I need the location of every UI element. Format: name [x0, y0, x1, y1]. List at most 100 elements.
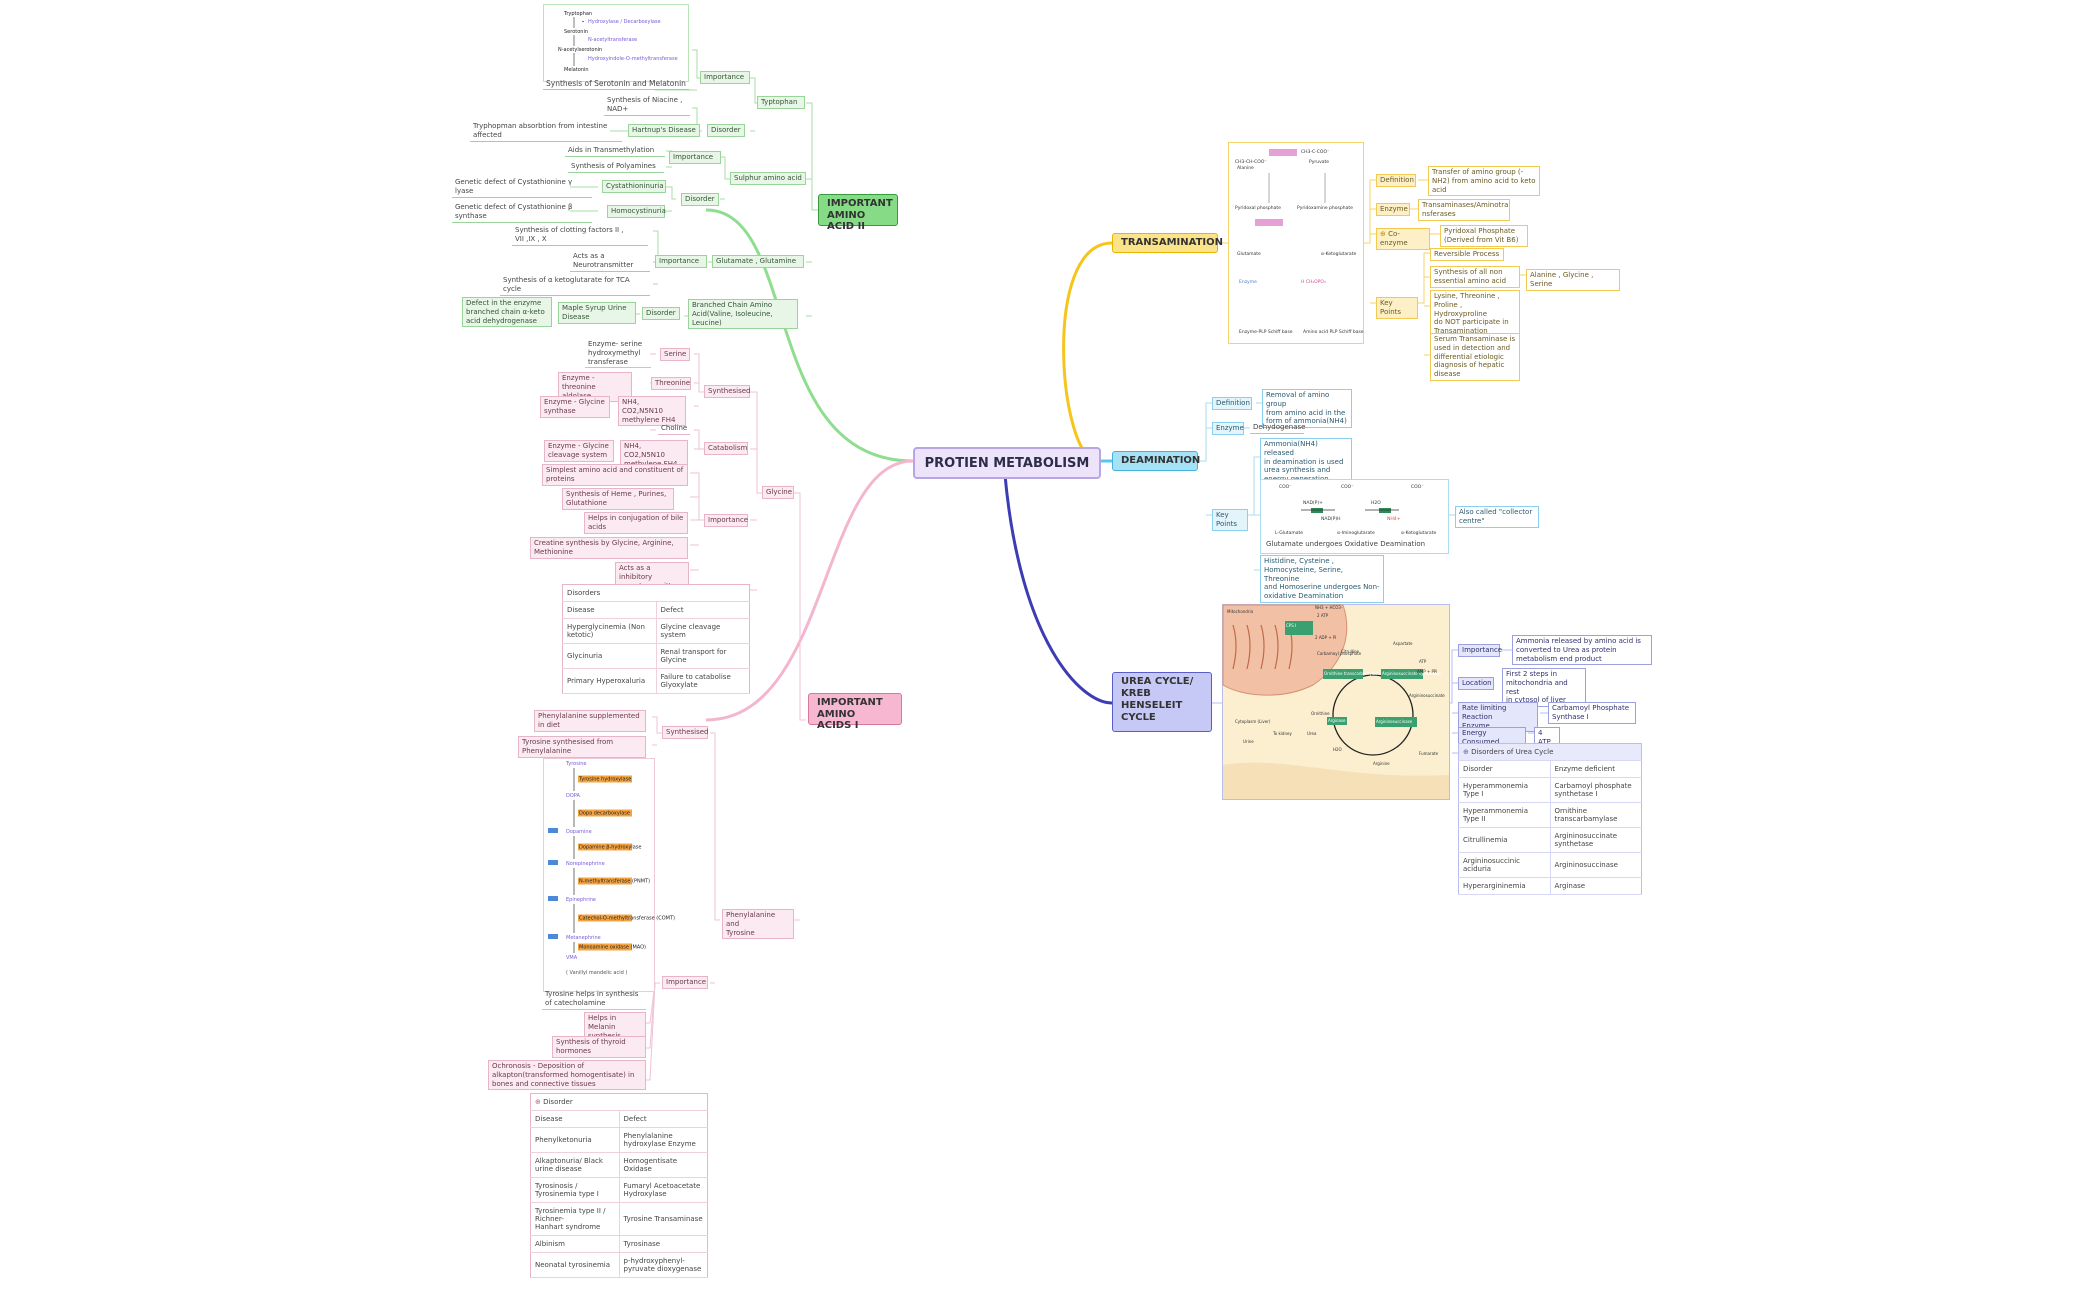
catecholamine-enzyme-box: [578, 809, 632, 817]
branch-deamination[interactable]: DEAMINATION: [1112, 451, 1200, 471]
aa1-serine[interactable]: Serine: [660, 348, 690, 361]
deam-enz-text: Dehydogenase: [1250, 422, 1305, 434]
catecholamine-enzyme-label: N-methyltransferase (PNMT): [579, 879, 650, 885]
phe-cell-defect: Phenylalanine hydroxylase Enzyme: [619, 1127, 708, 1153]
deam-enzyme[interactable]: Enzyme: [1212, 422, 1244, 435]
trans-definition[interactable]: Definition: [1376, 174, 1416, 187]
aa2-glutamate[interactable]: Glutamate , Glutamine: [712, 255, 804, 268]
central-topic[interactable]: PROTIEN METABOLISM: [913, 447, 1101, 479]
urea-cell-disease: Disorder: [1458, 760, 1551, 778]
urea-cell-disease: Hyperammonemia Type I: [1458, 777, 1551, 803]
deam-oxidative: Glutamate undergoes Oxidative Deaminatio…: [1266, 540, 1426, 548]
catecholamine-enzyme-label: Dopamine β-hydroxylase: [579, 845, 641, 851]
aa1-creatine: Creatine synthesis by Glycine, Arginine,…: [530, 537, 688, 559]
deam-collector: Also called "collector centre": [1455, 506, 1539, 528]
aa2-cystathioninuria[interactable]: Cystathioninuria: [602, 180, 666, 193]
aa2-sulphur[interactable]: Sulphur amino acid: [730, 172, 806, 185]
enzyme-box: [1375, 717, 1417, 727]
compound-label: Enzyme-PLP Schiff base: [1239, 329, 1293, 335]
cofactor-label: NAD(P)H: [1321, 516, 1341, 522]
aa2-msud-defect: Defect in the enzyme branched chain α-ke…: [462, 297, 552, 328]
trans-kp-reversible: Reversible Process: [1430, 248, 1504, 261]
compound-label: To kidney: [1272, 731, 1292, 736]
phe-cell-defect: Tyrosinase: [619, 1235, 708, 1253]
aa1-glycine[interactable]: Glycine: [762, 486, 794, 499]
aa2-disorder[interactable]: Disorder: [707, 124, 745, 137]
mitochondria-shape: [1222, 604, 1348, 696]
branch-important-amino-acids-i[interactable]: IMPORTANT AMINO ACIDS I: [808, 693, 902, 731]
urea-rate-text: Carbamoyl Phosphate Synthase I: [1548, 702, 1636, 724]
compound-label: Arginine: [1373, 761, 1390, 766]
structure-label: COO⁻: [1279, 484, 1292, 490]
aa1-tyr-synth: Tyrosine synthesised from Phenylalanine: [518, 736, 646, 758]
compound-label: Carbamoyl phosphate: [1317, 651, 1362, 656]
aa2-branched-chain[interactable]: Branched Chain Amino Acid(Valine, Isoleu…: [688, 299, 798, 330]
aa1-importance[interactable]: Importance: [704, 514, 748, 527]
catecholamine-compound-label: Dopamine: [566, 829, 592, 835]
enzyme-box: [1269, 149, 1297, 156]
aa2-tryptophan[interactable]: Typtophan: [757, 96, 805, 109]
compound-label: Aspartate: [1393, 641, 1413, 646]
glycine-cell-defect: Failure to catabolise Glyoxylate: [656, 668, 750, 694]
trans-enzyme[interactable]: Enzyme: [1376, 203, 1410, 216]
aa2-importance3[interactable]: Importance: [655, 255, 707, 268]
deam-def-text: Removal of amino group from amino acid i…: [1262, 389, 1352, 428]
aa2-msud[interactable]: Maple Syrup Urine Disease: [558, 302, 636, 324]
branch-urea-cycle[interactable]: UREA CYCLE/ KREB HENSELEIT CYCLE: [1112, 672, 1212, 732]
catecholamine-enzyme-label: Catechol-O-methyltransferase (COMT): [579, 916, 675, 922]
catecholamine-compound-label: DOPA: [566, 793, 580, 799]
aa2-disorder3[interactable]: Disorder: [642, 307, 680, 320]
phe-cell-disease: Tyrosinemia type II / Richner- Hanhart s…: [530, 1202, 620, 1236]
deam-definition[interactable]: Definition: [1212, 397, 1252, 410]
compound-label: 2 ADP + Pi: [1315, 635, 1336, 640]
structure-label: COO⁻: [1411, 484, 1424, 490]
aa1-synthesised[interactable]: Synthesised: [704, 385, 751, 398]
urea-importance[interactable]: Importance: [1458, 644, 1502, 657]
aa1-phe-tyr[interactable]: Phenylalanine and Tyrosine: [722, 909, 794, 940]
compound-label: AMP + PPi: [1417, 669, 1437, 674]
enzyme-label: Ornithine transcarbamylase: [1324, 671, 1380, 676]
urea-cell-defect: Arginase: [1550, 877, 1642, 895]
aa1-importance2[interactable]: Importance: [662, 976, 708, 989]
trp-enzyme-mark: [582, 21, 584, 22]
deam-nonoxidative: Histidine, Cysteine , Homocysteine, Seri…: [1260, 555, 1384, 603]
urea-location[interactable]: Location: [1458, 677, 1494, 690]
structure-label: Enzyme: [1239, 279, 1257, 285]
aa2-importance2[interactable]: Importance: [669, 151, 721, 164]
trans-coenzyme[interactable]: ⊕ Co-enzyme: [1376, 228, 1430, 250]
aa1-threonine[interactable]: Threonine: [651, 377, 691, 390]
glycine-cell-disease: Disease: [562, 601, 657, 619]
glycine-disorders-title: Disorders: [562, 584, 750, 602]
aa2-cyst-beta: Genetic defect of Cystathionine β syntha…: [452, 202, 592, 223]
trp-enzyme-label: N-acetyltransferase: [588, 37, 637, 43]
urea-cell-defect: Ornithine transcarbamylase: [1550, 802, 1642, 828]
glycine-cell-disease: Glycinuria: [562, 643, 657, 669]
aa1-nh4-a[interactable]: NH4, CO2,N5N10 methylene FH4: [618, 396, 686, 427]
deam-keypoints[interactable]: Key Points: [1212, 509, 1248, 531]
aa2-hartnup[interactable]: Hartnup's Disease: [628, 124, 700, 137]
cofactor-label: NH4+: [1387, 516, 1401, 522]
glycine-cell-defect: Glycine cleavage system: [656, 618, 750, 644]
branch-important-amino-acid-ii[interactable]: IMPORTANT AMINO ACID II: [818, 194, 898, 232]
phe-disorder-title: ⊕ Disorder: [530, 1093, 708, 1111]
aa2-disorder2[interactable]: Disorder: [681, 193, 719, 206]
aa1-enz-serine: Enzyme- serine hydroxymethyl transferase: [585, 339, 651, 369]
aa1-catabolism[interactable]: Catabolism: [704, 442, 748, 455]
branch-transamination[interactable]: TRANSAMINATION: [1112, 233, 1223, 253]
aa1-synthesised2[interactable]: Synthesised: [662, 726, 709, 739]
aa1-ochronosis: Ochronosis - Deposition of alkapton(tran…: [488, 1060, 646, 1091]
cofactor-box: [548, 896, 558, 901]
enzyme-box: [1379, 508, 1391, 513]
structure-label: COO⁻: [1341, 484, 1354, 490]
aa2-importance[interactable]: Importance: [700, 71, 750, 84]
trans-keypoints[interactable]: Key Points: [1376, 297, 1418, 319]
structure-label: H CH₂OPO₃: [1301, 279, 1326, 285]
trans-kp-lysine: Lysine, Threonine , Proline , Hydroxypro…: [1430, 290, 1520, 338]
trans-kp-agl: Alanine , Glycine , Serine: [1526, 269, 1620, 291]
aa2-homocystinuria[interactable]: Homocystinuria: [607, 205, 666, 218]
